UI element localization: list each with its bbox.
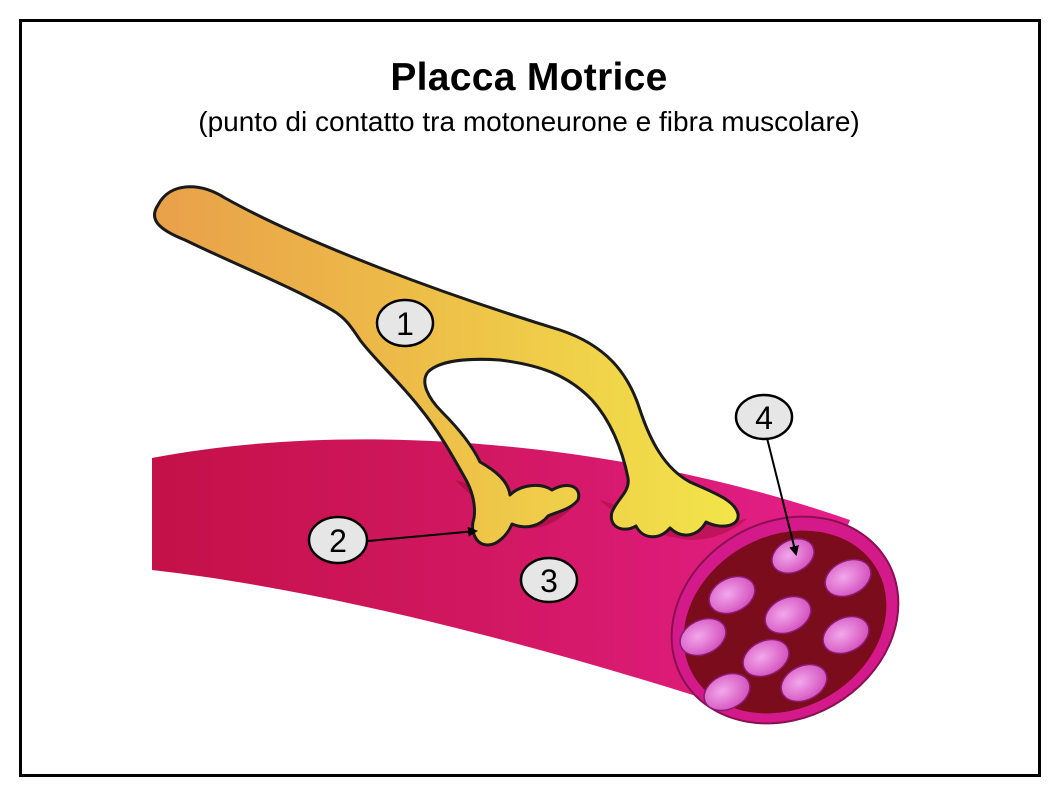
callout-2-label: 2 xyxy=(329,523,347,559)
callout-1-label: 1 xyxy=(396,306,414,342)
callout-2: 2 xyxy=(309,517,367,563)
callout-4: 4 xyxy=(736,395,792,439)
callout-4-label: 4 xyxy=(755,400,773,436)
callout-1: 1 xyxy=(377,300,433,346)
callout-3-label: 3 xyxy=(540,563,558,599)
callout-3: 3 xyxy=(521,558,577,602)
